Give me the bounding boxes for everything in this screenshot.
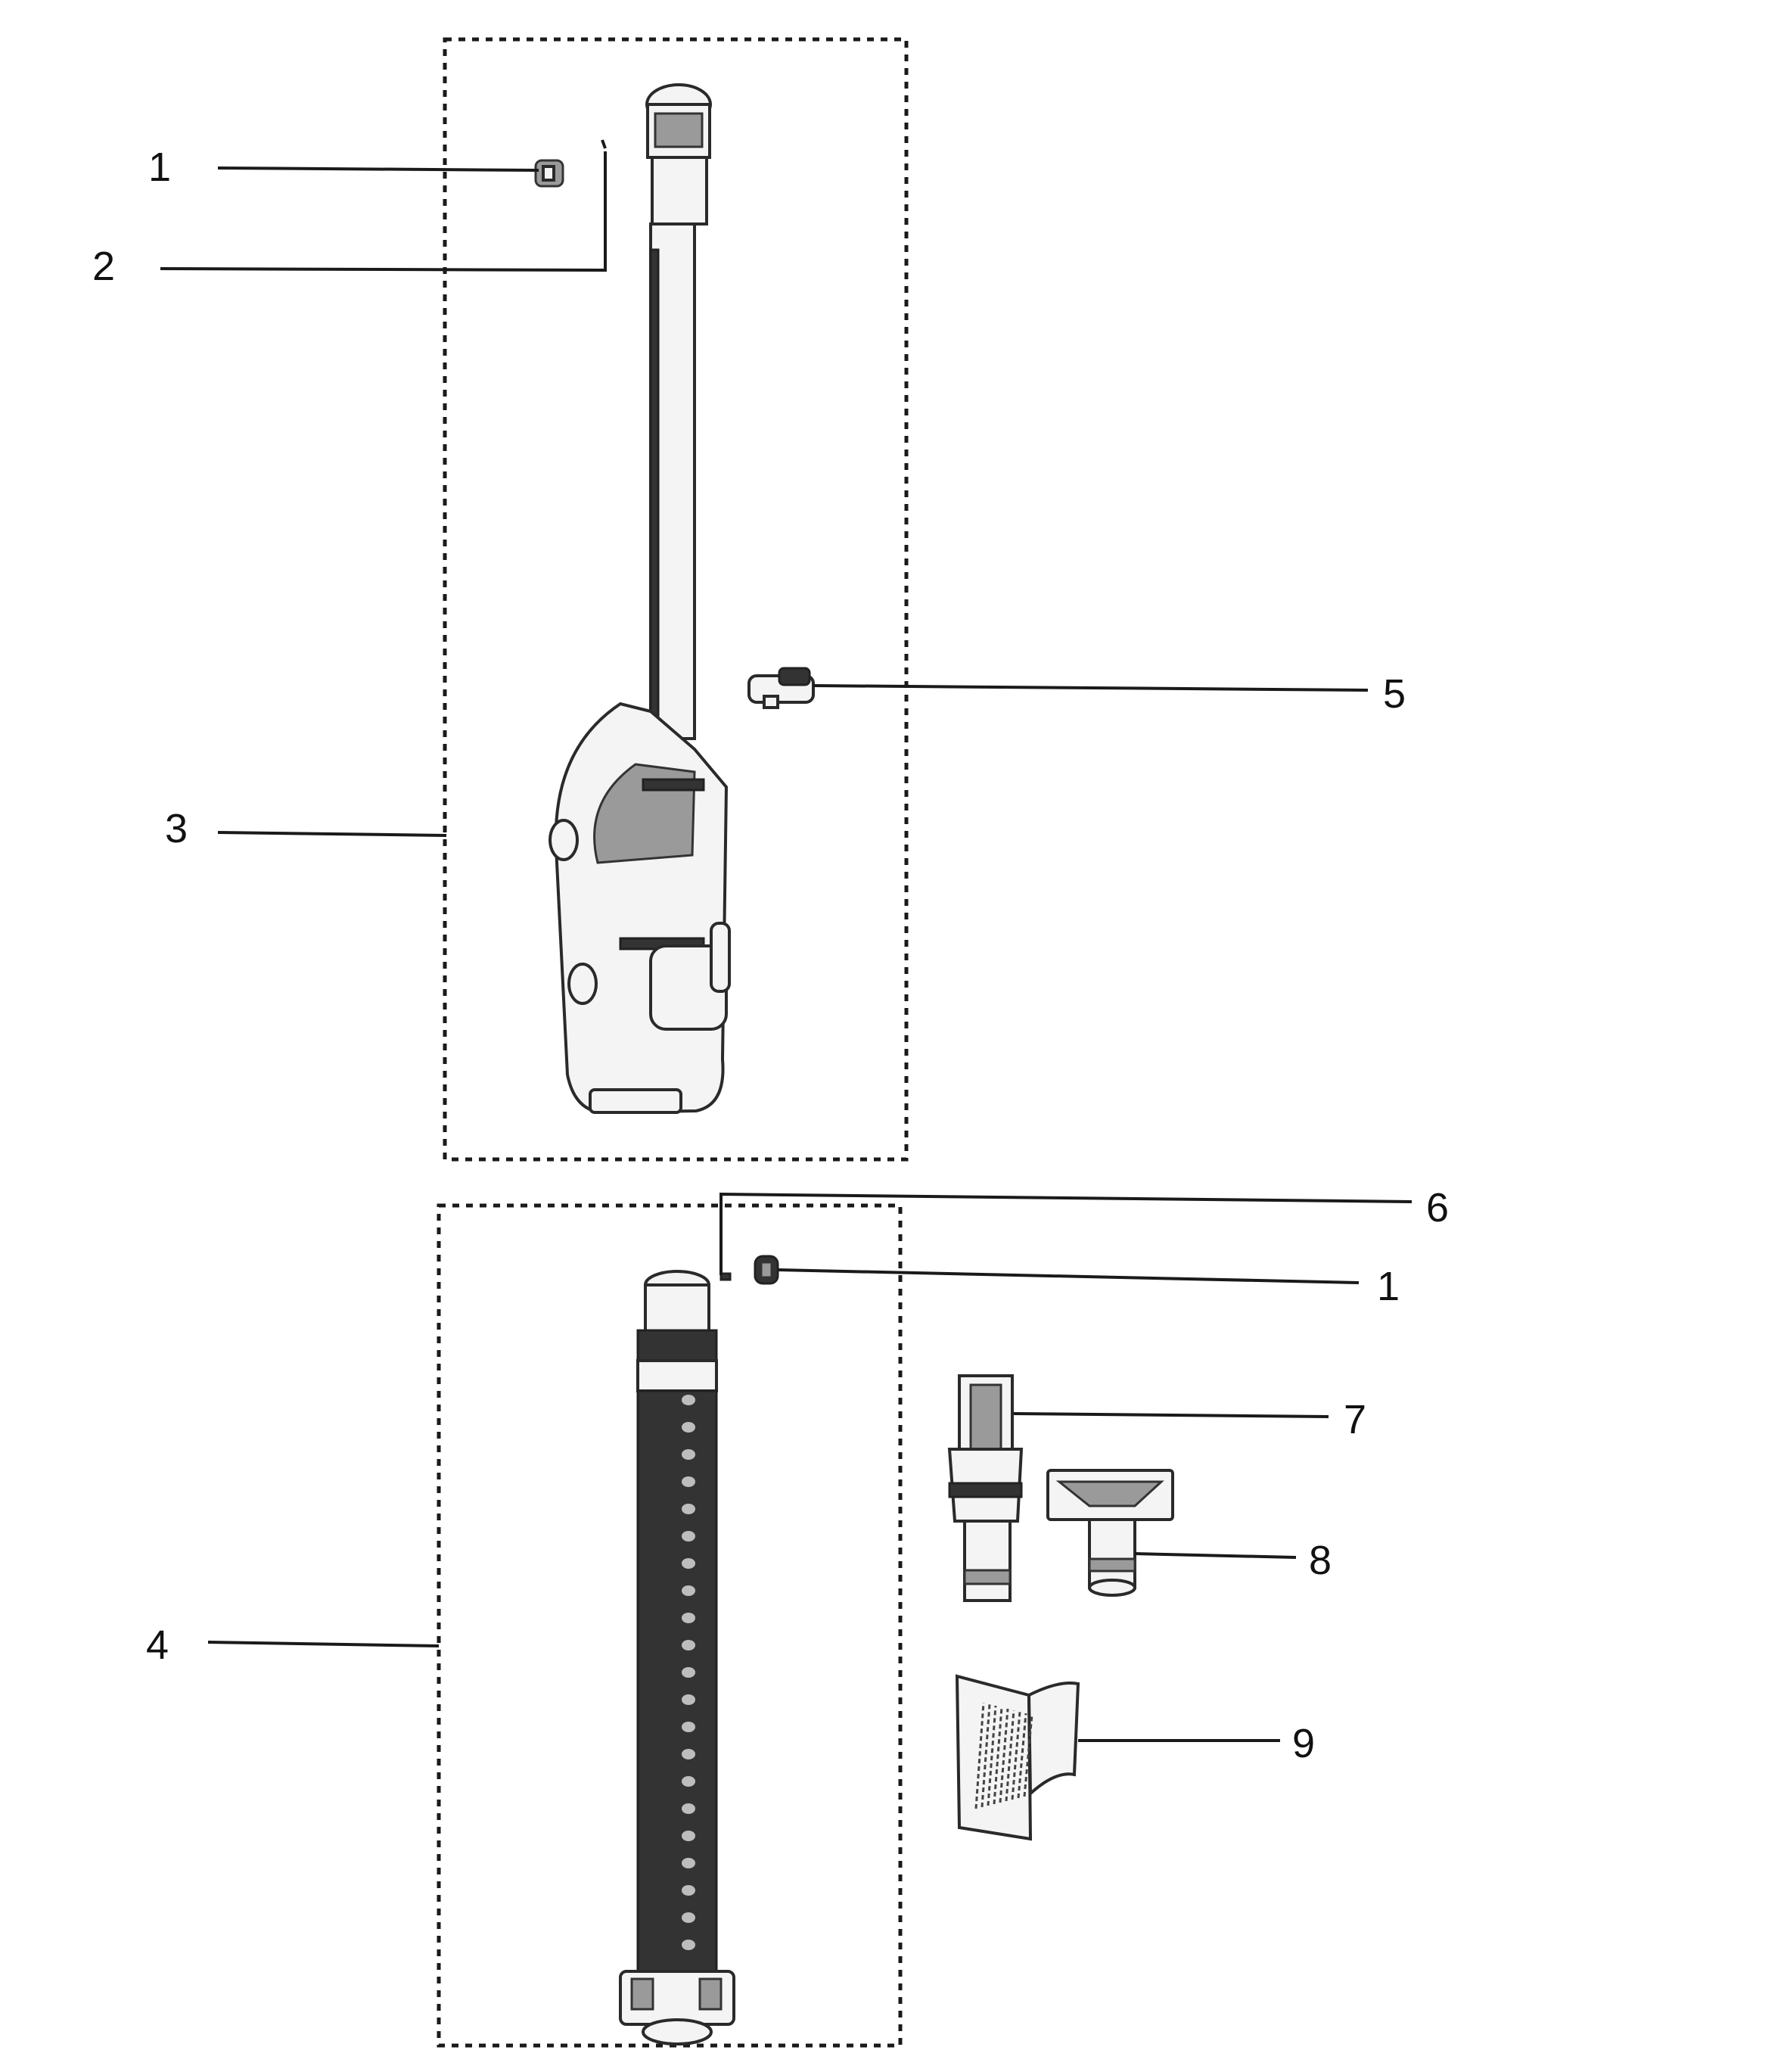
hose-rib [682, 1776, 695, 1787]
part-1-clip-top [534, 159, 564, 188]
part-2-screw [601, 139, 607, 149]
manual-text-line [1023, 1714, 1033, 1797]
leader-1a [217, 166, 539, 172]
callout-1-top: 1 [148, 145, 171, 190]
part-8-upholstery-tool [1046, 1469, 1174, 1597]
hose-rib [682, 1476, 695, 1487]
callout-4: 4 [146, 1622, 169, 1668]
manual-text-line [974, 1702, 985, 1809]
callout-8: 8 [1309, 1538, 1332, 1583]
hose-rib [682, 1912, 695, 1923]
leader-7 [1013, 1412, 1329, 1418]
manual-text-lines [974, 1702, 1033, 1809]
part-3-wand-assembly [549, 83, 731, 1115]
part-1-clip-lower [754, 1255, 779, 1285]
callout-6: 6 [1426, 1185, 1449, 1230]
manual-text-line [981, 1703, 991, 1808]
leader-1b [777, 1268, 1360, 1284]
hose-rib [682, 1585, 695, 1596]
manual-text-line [987, 1705, 997, 1806]
callout-7: 7 [1344, 1397, 1366, 1442]
hose-rib [682, 1613, 695, 1623]
hose-rib [682, 1940, 695, 1950]
hose-rib [682, 1858, 695, 1868]
hose-rib [682, 1640, 695, 1650]
callout-1-lower: 1 [1377, 1264, 1400, 1309]
hose-rib [682, 1504, 695, 1514]
hose-rib [682, 1422, 695, 1433]
part-5-clip [747, 667, 815, 709]
leader-4 [207, 1641, 440, 1647]
hose-rib [682, 1395, 695, 1405]
leader-2 [160, 151, 607, 272]
callout-2: 2 [92, 244, 115, 289]
hose-rib [682, 1694, 695, 1705]
leader-8 [1134, 1552, 1297, 1559]
callout-3: 3 [165, 806, 188, 851]
hose-rib [682, 1885, 695, 1896]
part-9-manual [955, 1674, 1080, 1841]
hose-rib [682, 1449, 695, 1460]
manual-text-line [993, 1706, 1003, 1805]
leader-3 [217, 831, 447, 837]
part-7-crevice-tool [947, 1374, 1024, 1602]
assembly-box-4 [437, 1203, 903, 2048]
callout-5: 5 [1383, 671, 1406, 717]
leader-5 [813, 684, 1369, 692]
callout-9: 9 [1292, 1721, 1315, 1766]
part-6-screw [719, 1272, 732, 1281]
hose-rib [682, 1531, 695, 1542]
assembly-box-3 [443, 37, 909, 1162]
hose-rib [682, 1749, 695, 1759]
manual-text-line [999, 1708, 1009, 1803]
leader-6 [719, 1192, 1413, 1275]
manual-text-line [1017, 1713, 1027, 1799]
hose-rib [682, 1667, 695, 1678]
hose-ribs [682, 1395, 695, 1950]
hose-rib [682, 1803, 695, 1814]
manual-text-line [1005, 1710, 1015, 1802]
part-4-hose [619, 1270, 735, 2046]
hose-rib [682, 1722, 695, 1732]
hose-rib [682, 1558, 695, 1569]
hose-rib [682, 1831, 695, 1841]
